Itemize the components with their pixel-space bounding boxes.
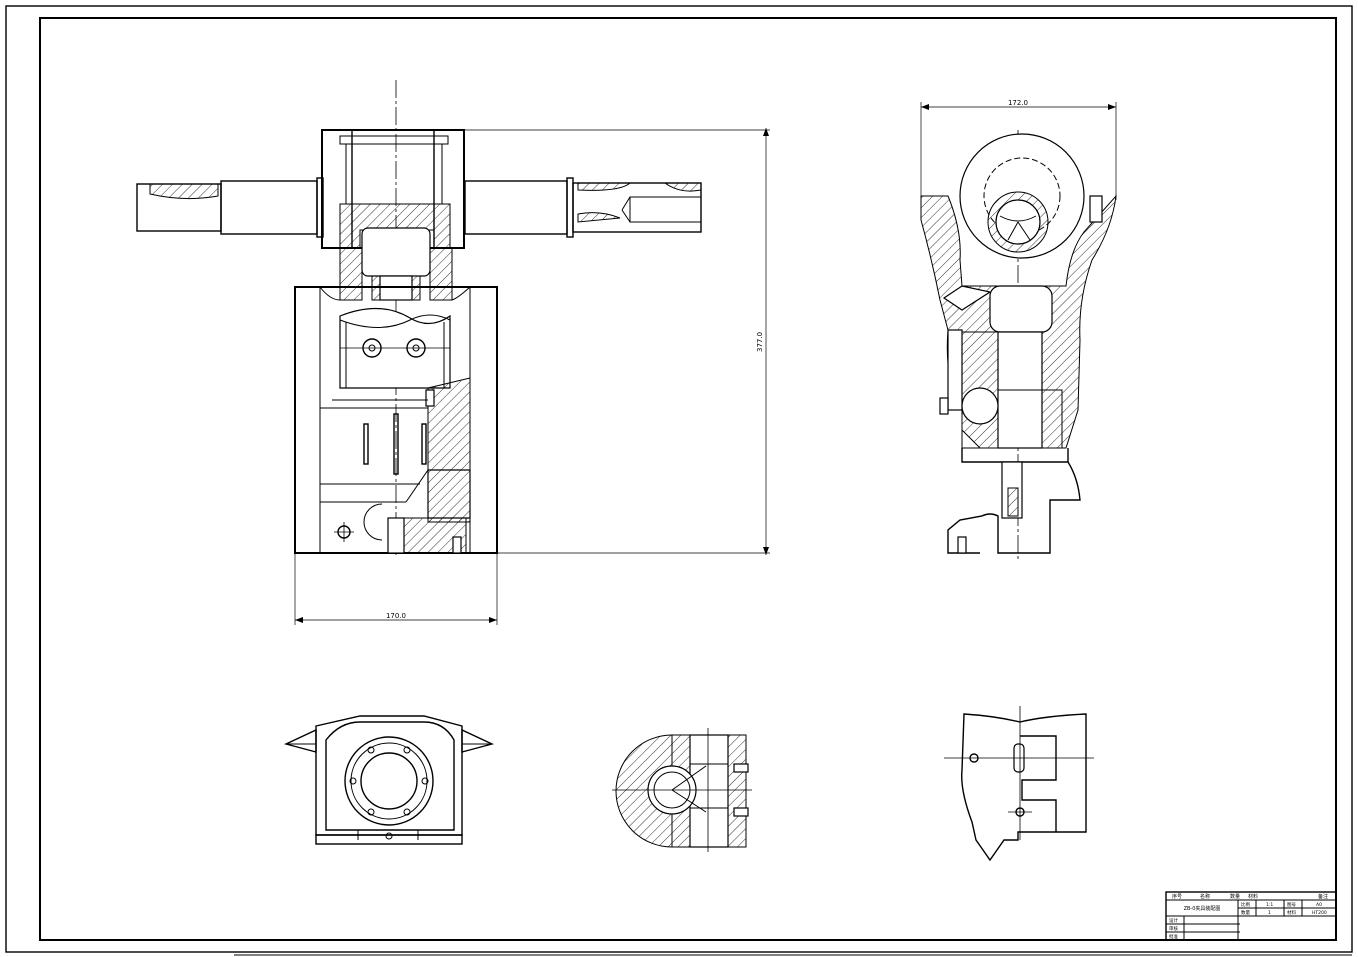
role-designer: 设计 <box>1169 917 1178 924</box>
bottom-view-2 <box>612 728 752 852</box>
scale-value: 1:1 <box>1266 902 1273 908</box>
role-reviewer: 审核 <box>1169 925 1178 932</box>
dimension-front-width: 170.0 <box>386 612 406 620</box>
drawing-title: ZB-0夹具装配图 <box>1184 905 1221 912</box>
inner-frame <box>39 17 1337 941</box>
title-header-3: 数量 <box>1230 893 1240 900</box>
title-header-2: 名称 <box>1200 893 1210 900</box>
dimension-side-width: 172.0 <box>1008 99 1028 107</box>
material-label: 材料 <box>1287 909 1296 916</box>
dimension-front-height: 377.0 <box>756 332 764 352</box>
material-value: HT200 <box>1312 910 1327 916</box>
side-view: 172.0 <box>920 99 1117 560</box>
title-header-4: 材料 <box>1248 893 1258 900</box>
title-block: 序号 名称 数量 材料 备注 ZB-0夹具装配图 比例 1:1 图号 A0 数量… <box>1165 891 1337 941</box>
qty-label: 数量 <box>1241 909 1250 916</box>
title-header-5: 备注 <box>1318 893 1328 900</box>
sheet-value: A0 <box>1316 902 1322 908</box>
scale-label: 比例 <box>1241 901 1250 908</box>
sheet-label: 图号 <box>1287 902 1296 908</box>
title-header-1: 序号 <box>1172 893 1182 900</box>
outer-border <box>5 5 1353 953</box>
bottom-view-1 <box>283 715 495 845</box>
front-view: 170.0 377.0 <box>136 80 770 625</box>
bottom-view-3 <box>944 706 1094 862</box>
qty-value: 1 <box>1268 910 1271 916</box>
role-approver: 批准 <box>1169 933 1178 940</box>
